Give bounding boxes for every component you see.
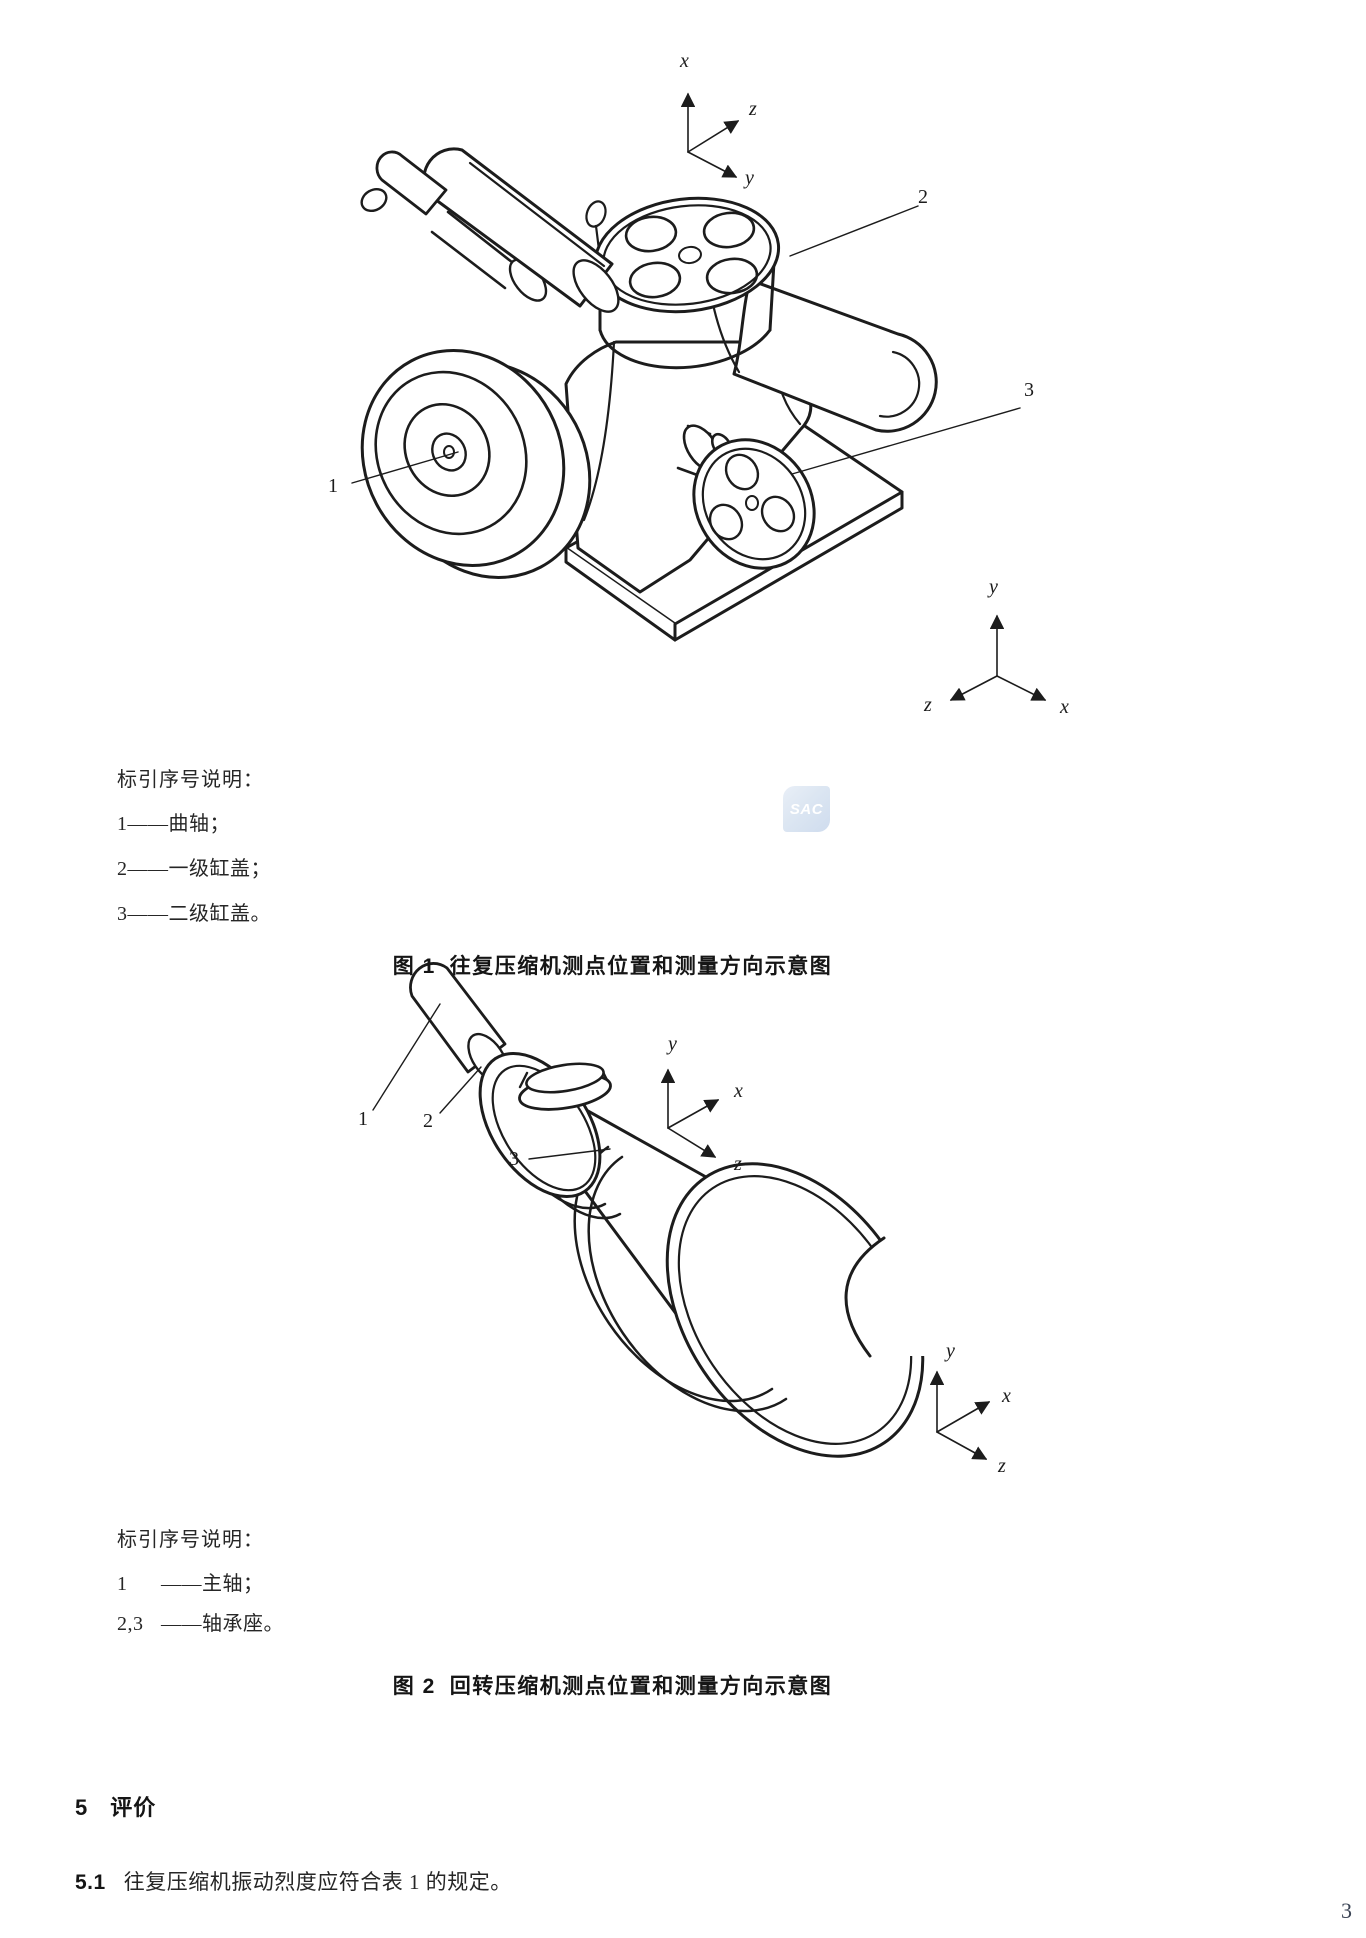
- fig2-end-disc: [665, 1162, 930, 1458]
- fig1-part-label-3: 3: [1024, 379, 1034, 401]
- fig1-first-stage-head: [585, 196, 781, 370]
- fig1-second-stage-head: [676, 424, 816, 570]
- fig2-axis-corner-y-label: y: [946, 1340, 955, 1362]
- fig1-axis-corner: [949, 614, 1047, 701]
- fig1-legend-title: 标引序号说明：: [117, 769, 264, 791]
- fig1-part-label-1: 1: [328, 475, 338, 497]
- figure2-caption-text: 回转压缩机测点位置和测量方向示意图: [449, 1675, 833, 1698]
- figure1-drawing: [351, 92, 1047, 701]
- fig2-axis-top-z-label: z: [734, 1153, 742, 1175]
- fig2-top-port: [518, 1062, 612, 1111]
- fig1-legend-item-text: ——曲轴；: [127, 813, 230, 835]
- fig2-axis-corner-x-label: x: [1002, 1385, 1011, 1407]
- fig2-legend-item: 2,3 ——轴承座。: [117, 1607, 284, 1636]
- fig1-legend-item: 1——曲轴；: [117, 807, 230, 836]
- fig1-legend-item-num: 3: [117, 903, 128, 925]
- fig1-legend-item: 3——二级缸盖。: [117, 897, 271, 926]
- fig1-legend-item: 2——一级缸盖；: [117, 852, 271, 881]
- fig2-part-label-1: 1: [358, 1108, 368, 1130]
- sac-watermark-text: SAC: [789, 800, 824, 818]
- fig1-axis-top-x-label: x: [680, 50, 689, 72]
- fig1-flywheel: [360, 349, 592, 579]
- section-5-title: 评价: [110, 1795, 157, 1820]
- fig2-axis-top-y-label: y: [668, 1033, 677, 1055]
- clause-5-1-number: 5.1: [75, 1871, 106, 1894]
- fig2-legend-item-num: 2,3: [117, 1613, 144, 1635]
- figure1-caption-text: 往复压缩机测点位置和测量方向示意图: [449, 955, 833, 978]
- fig2-legend-item-text: ——轴承座。: [161, 1613, 284, 1635]
- clause-5-1-text: 往复压缩机振动烈度应符合表 1 的规定。: [123, 1870, 512, 1894]
- fig2-part-label-2: 2: [423, 1110, 433, 1132]
- fig1-axis-corner-z-label: z: [924, 694, 932, 716]
- figure2-drawing: [372, 962, 991, 1460]
- page-number: 3: [1341, 1898, 1352, 1923]
- fig2-axis-top: [660, 1068, 720, 1158]
- fig2-legend-item-text: ——主轴；: [161, 1573, 264, 1595]
- clause-5-1: 5.1 往复压缩机振动烈度应符合表 1 的规定。: [75, 1866, 512, 1896]
- fig2-legend-title: 标引序号说明：: [117, 1529, 264, 1551]
- section-5-heading: 5 评价: [75, 1790, 156, 1822]
- figure2-caption: 图 2 回转压缩机测点位置和测量方向示意图: [75, 1670, 1150, 1700]
- fig1-axis-top-y-label: y: [745, 167, 754, 189]
- fig2-legend-item-num: 1: [117, 1573, 128, 1595]
- fig2-leader-lines: [372, 1003, 611, 1160]
- fig1-right-cylinder: [708, 250, 938, 433]
- fig2-axis-corner-z-label: z: [998, 1455, 1006, 1477]
- fig2-part-label-3: 3: [509, 1148, 519, 1170]
- figure2-caption-number: 图 2: [392, 1675, 436, 1698]
- figure1-caption-number: 图 1: [392, 955, 436, 978]
- fig1-axis-corner-y-label: y: [989, 576, 998, 598]
- fig1-legend-item-text: ——二级缸盖。: [127, 903, 271, 925]
- figure1-caption: 图 1 往复压缩机测点位置和测量方向示意图: [75, 950, 1150, 980]
- fig1-axis-top: [680, 92, 740, 178]
- section-5-number: 5: [75, 1795, 89, 1820]
- fig2-axis-top-x-label: x: [734, 1080, 743, 1102]
- fig2-legend-item: 1 ——主轴；: [117, 1567, 264, 1596]
- fig1-left-cylinder: [360, 147, 620, 313]
- fig1-axis-top-z-label: z: [749, 98, 757, 120]
- fig1-legend-item-text: ——一级缸盖；: [127, 858, 271, 880]
- fig1-leader-lines: [351, 205, 1021, 484]
- fig1-legend-item-num: 2: [117, 858, 128, 880]
- sac-watermark-logo: SAC: [783, 786, 830, 832]
- fig1-part-label-2: 2: [918, 186, 928, 208]
- fig1-axis-corner-x-label: x: [1060, 696, 1069, 718]
- fig1-legend-item-num: 1: [117, 813, 128, 835]
- fig2-axis-corner: [929, 1370, 991, 1460]
